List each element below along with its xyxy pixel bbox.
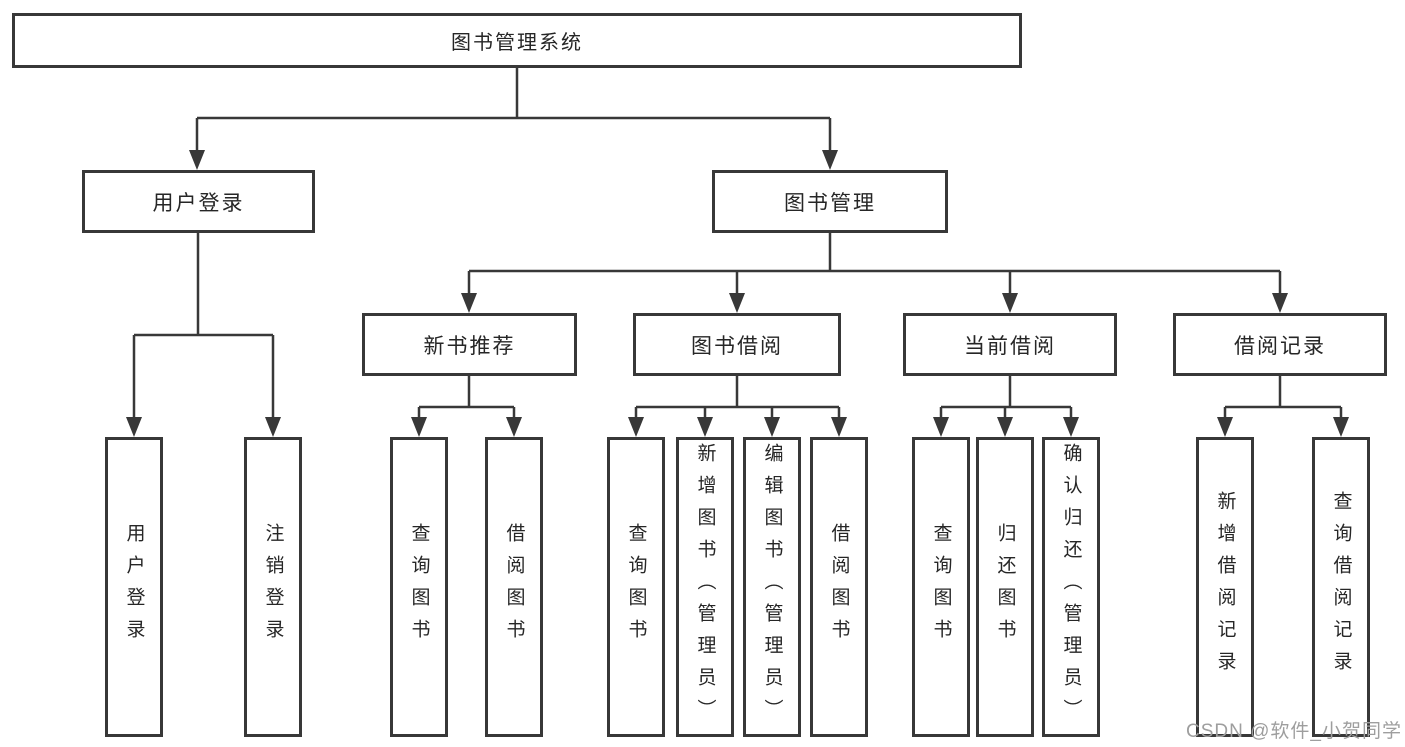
leaf-add-book-admin: 新增图书（管理员） <box>676 437 734 737</box>
connector-borrow-records-to-leaves <box>1217 376 1349 437</box>
leaf-user-login: 用户登录 <box>105 437 163 737</box>
leaf-query-book-2-label: 查询图书 <box>625 523 647 651</box>
leaf-query-book-2: 查询图书 <box>607 437 665 737</box>
leaf-borrow-book-1-label: 借阅图书 <box>503 523 525 651</box>
leaf-borrow-book-2: 借阅图书 <box>810 437 868 737</box>
leaf-add-book-admin-label: 新增图书（管理员） <box>694 443 716 731</box>
node-book-management: 图书管理 <box>712 170 948 233</box>
leaf-user-login-label: 用户登录 <box>123 523 145 651</box>
node-new-book-recommend: 新书推荐 <box>362 313 577 376</box>
node-book-borrowing-label: 图书借阅 <box>691 334 783 358</box>
leaf-logout: 注销登录 <box>244 437 302 737</box>
connector-root-to-level1 <box>189 68 838 170</box>
leaf-query-book-3-label: 查询图书 <box>930 523 952 651</box>
leaf-query-borrow-record-label: 查询借阅记录 <box>1330 491 1352 683</box>
leaf-query-book-3: 查询图书 <box>912 437 970 737</box>
leaf-add-borrow-record: 新增借阅记录 <box>1196 437 1254 737</box>
node-borrow-records: 借阅记录 <box>1173 313 1387 376</box>
leaf-logout-label: 注销登录 <box>262 523 284 651</box>
connector-user-login-to-leaves <box>126 233 281 437</box>
connector-book-borrowing-to-leaves <box>628 376 847 437</box>
leaf-query-borrow-record: 查询借阅记录 <box>1312 437 1370 737</box>
leaf-query-book-1: 查询图书 <box>390 437 448 737</box>
leaf-return-book: 归还图书 <box>976 437 1034 737</box>
connector-new-book-recommend-to-leaves <box>411 376 522 437</box>
leaf-query-book-1-label: 查询图书 <box>408 523 430 651</box>
node-current-borrowing: 当前借阅 <box>903 313 1117 376</box>
node-root: 图书管理系统 <box>12 13 1022 68</box>
node-root-label: 图书管理系统 <box>451 32 583 54</box>
leaf-borrow-book-1: 借阅图书 <box>485 437 543 737</box>
node-user-login: 用户登录 <box>82 170 315 233</box>
node-current-borrowing-label: 当前借阅 <box>964 334 1056 358</box>
node-user-login-label: 用户登录 <box>152 191 245 215</box>
node-book-management-label: 图书管理 <box>784 191 876 215</box>
connector-book-management-to-level2 <box>461 233 1288 313</box>
node-new-book-recommend-label: 新书推荐 <box>423 334 516 358</box>
watermark: CSDN @软件_小贺同学 <box>1186 721 1402 742</box>
leaf-add-borrow-record-label: 新增借阅记录 <box>1214 491 1236 683</box>
node-borrow-records-label: 借阅记录 <box>1234 334 1326 358</box>
leaf-edit-book-admin: 编辑图书（管理员） <box>743 437 801 737</box>
node-book-borrowing: 图书借阅 <box>633 313 841 376</box>
leaf-borrow-book-2-label: 借阅图书 <box>828 523 850 651</box>
leaf-confirm-return-admin-label: 确认归还（管理员） <box>1060 443 1082 731</box>
leaf-confirm-return-admin: 确认归还（管理员） <box>1042 437 1100 737</box>
leaf-edit-book-admin-label: 编辑图书（管理员） <box>761 443 783 731</box>
leaf-return-book-label: 归还图书 <box>994 523 1016 651</box>
connector-current-borrowing-to-leaves <box>933 376 1079 437</box>
